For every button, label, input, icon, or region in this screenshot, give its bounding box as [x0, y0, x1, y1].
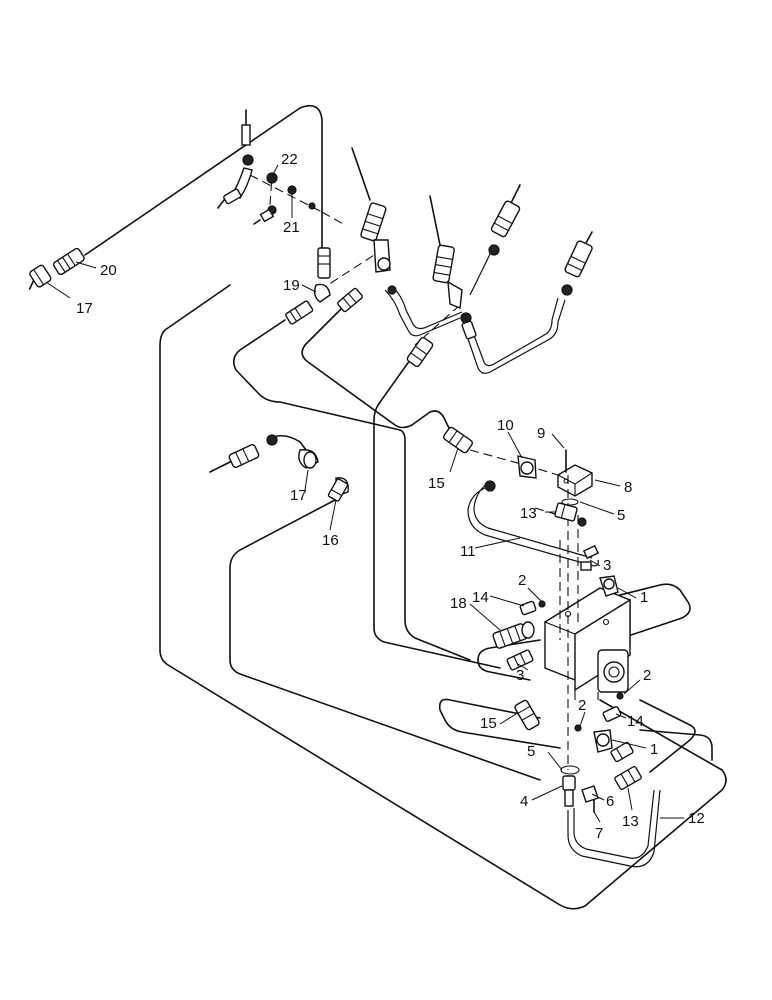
callout-18: 18	[450, 595, 467, 612]
assembly-centerlines	[249, 174, 579, 770]
hose-outer-loop	[84, 104, 323, 266]
callout-13-upper: 13	[520, 505, 537, 522]
callout-2-lower: 2	[578, 697, 586, 714]
callout-15-lower: 15	[480, 715, 497, 732]
callout-9: 9	[537, 425, 545, 442]
callout-17-mid: 17	[290, 487, 307, 504]
tube-upper-right	[464, 249, 566, 374]
hose-left-long	[159, 284, 727, 910]
callout-8: 8	[624, 479, 632, 496]
callout-16: 16	[322, 532, 339, 549]
callout-20: 20	[100, 262, 117, 279]
callout-1-upper: 1	[640, 589, 648, 606]
fitting-10	[517, 455, 537, 479]
fitting-15-upper	[442, 426, 474, 454]
hose-run-15	[301, 299, 456, 441]
callout-4: 4	[520, 793, 528, 810]
hose-run-19	[232, 319, 471, 661]
hose-run-16	[229, 499, 541, 781]
callout-leaders	[45, 164, 684, 823]
hose-base-loop-2	[599, 583, 691, 637]
callout-5-lower: 5	[527, 743, 535, 760]
hose-base-loop	[438, 698, 561, 749]
fitting-stack-top	[217, 109, 316, 225]
hose-run-12-out	[639, 729, 713, 761]
fitting-15-lower	[514, 699, 540, 731]
fitting-13-upper	[554, 502, 578, 522]
callout-10: 10	[497, 417, 514, 434]
fitting-17-top	[28, 264, 52, 290]
callout-14-upper: 14	[472, 589, 489, 606]
valve-block	[543, 587, 632, 700]
callout-2-upper: 2	[518, 572, 526, 589]
tube-11	[467, 487, 599, 567]
block-8	[557, 449, 593, 506]
hose-run-1617	[209, 434, 311, 473]
valve-port	[603, 661, 625, 683]
valve-block-front	[574, 598, 631, 692]
callout-1-lower: 1	[650, 741, 658, 758]
callout-3-lower: 3	[516, 667, 524, 684]
callout-2-right: 2	[643, 667, 651, 684]
callout-3-upper: 3	[603, 557, 611, 574]
fitting-16	[327, 477, 349, 502]
callout-7: 7	[595, 825, 603, 842]
callout-5-upper: 5	[617, 507, 625, 524]
callout-12: 12	[688, 810, 705, 827]
callout-19: 19	[283, 277, 300, 294]
callout-labels: 22 21 20 17 19 10 9 8 15 13 5 11 17 16 3…	[76, 151, 705, 842]
hose-run-center	[373, 359, 501, 669]
hose-run-right	[639, 699, 696, 773]
fitting-18	[492, 623, 528, 649]
callout-17-top: 17	[76, 300, 93, 317]
tube-12	[567, 789, 661, 868]
fittings	[28, 109, 642, 813]
o-ring-5-upper	[561, 498, 579, 506]
callout-6: 6	[606, 793, 614, 810]
callout-13-lower: 13	[622, 813, 639, 830]
fitting-17-mid	[228, 434, 319, 469]
tube-upper-mid	[384, 289, 461, 337]
fitting-20	[52, 247, 85, 276]
callout-21: 21	[283, 219, 300, 236]
callout-11: 11	[460, 543, 476, 560]
callout-15-upper: 15	[428, 475, 445, 492]
hose-base-loop-3	[477, 639, 541, 681]
callout-14-lower: 14	[627, 713, 644, 730]
callout-22: 22	[281, 151, 298, 168]
hose-lines	[84, 104, 727, 910]
